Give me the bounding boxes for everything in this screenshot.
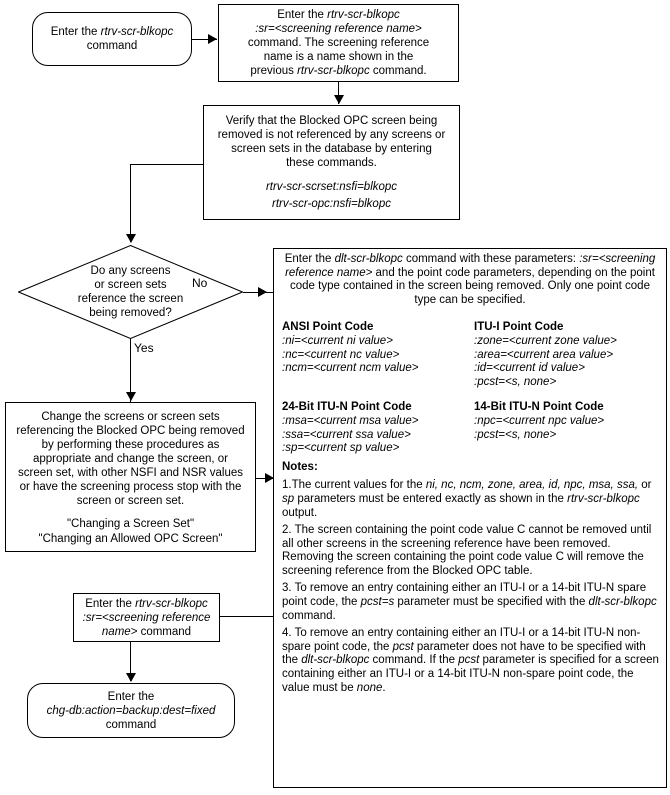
pc-line-itui-3: :id=<current id value> bbox=[474, 362, 585, 375]
arrowhead-decision-no bbox=[258, 287, 267, 297]
change-line-1: Change the screens or screen sets bbox=[41, 411, 220, 423]
connector-rtrvafter-to-chgdb bbox=[130, 642, 131, 681]
note-2: 2. The screen containing the point code … bbox=[282, 524, 652, 577]
change-line-3: by performing these procedures as bbox=[41, 439, 220, 451]
start-line-2: command bbox=[86, 40, 138, 52]
connector-dlt-to-rtrvafter bbox=[211, 616, 273, 617]
rtrvafter-line-3: name> command bbox=[101, 625, 192, 638]
change-line-5: screen set, with other NSFI and NSR valu… bbox=[18, 467, 243, 479]
arrowhead-verify-to-decision bbox=[126, 234, 136, 243]
pc-line-itui-1: :zone=<current zone value> bbox=[474, 334, 617, 347]
pc-line-itui-2: :area=<current area value> bbox=[474, 348, 614, 361]
verify-line-3: screen sets in the database by entering bbox=[231, 143, 432, 155]
node-enter-rtrv-scr-blkopc-start[interactable]: Enter the rtrv-scr-blkopc command bbox=[32, 12, 192, 66]
change-ref-1: "Changing a Screen Set" bbox=[66, 518, 195, 530]
dlt-head-line-1: Enter the dlt-scr-blkopc command with th… bbox=[284, 253, 512, 265]
point-code-group-itun24: 24-Bit ITU-N Point Code :msa=<current ms… bbox=[282, 401, 474, 455]
entersr-line-5: previous rtrv-scr-blkopc command. bbox=[250, 65, 427, 77]
point-code-group-itun14: 14-Bit ITU-N Point Code :npc=<current np… bbox=[474, 401, 666, 455]
decision-line-3: reference the screen bbox=[77, 293, 184, 305]
pc-line-ansi-3: :ncm=<current ncm value> bbox=[282, 362, 419, 375]
chgdb-line-2: chg-db:action=backup:dest=fixed bbox=[46, 704, 216, 717]
entersr-line-4: name is a name shown in the bbox=[263, 51, 414, 63]
verify-line-4: these commands. bbox=[286, 157, 377, 169]
pc-line-itun24-1: :msa=<current msa value> bbox=[282, 414, 419, 427]
arrowhead-rtrvafter-to-chgdb bbox=[126, 673, 136, 682]
node-enter-chg-db-backup[interactable]: Enter the chg-db:action=backup:dest=fixe… bbox=[27, 683, 235, 738]
pc-line-ansi-1: :ni=<current ni value> bbox=[282, 334, 393, 347]
edge-label-no: No bbox=[192, 276, 208, 290]
edge-label-yes: Yes bbox=[134, 341, 154, 355]
pc-line-itun24-3: :sp=<current sp value> bbox=[282, 442, 400, 455]
dlt-head-line-5: code type contained in the screen being … bbox=[290, 280, 622, 293]
verify-line-1: Verify that the Blocked OPC screen being bbox=[225, 115, 438, 127]
arrowhead-entersr-to-verify bbox=[334, 95, 344, 104]
connector-verify-down bbox=[130, 164, 131, 242]
rtrvafter-line-1: Enter the rtrv-scr-blkopc bbox=[85, 597, 208, 610]
verify-line-2: removed is not referenced by any screens… bbox=[217, 129, 446, 141]
pc-title-ansi: ANSI Point Code bbox=[282, 321, 374, 334]
node-verify-not-referenced[interactable]: Verify that the Blocked OPC screen being… bbox=[203, 105, 460, 220]
change-line-6: or have the screening process stop with … bbox=[19, 481, 242, 493]
node-enter-rtrv-scr-blkopc-after[interactable]: Enter the rtrv-scr-blkopc :sr=<screening… bbox=[73, 593, 220, 642]
node-enter-rtrv-scr-blkopc-sr[interactable]: Enter the rtrv-scr-blkopc :sr=<screening… bbox=[218, 4, 459, 82]
pc-title-itun24: 24-Bit ITU-N Point Code bbox=[282, 401, 412, 414]
connector-start-to-entersr bbox=[192, 39, 217, 40]
decision-line-4: being removed? bbox=[89, 307, 172, 319]
node-change-screens[interactable]: Change the screens or screen sets refere… bbox=[5, 402, 256, 552]
verify-command-1: rtrv-scr-scrset:nsfi=blkopc bbox=[265, 181, 398, 193]
verify-command-2: rtrv-scr-opc:nsfi=blkopc bbox=[272, 198, 391, 210]
dlt-head-line-2: parameters: bbox=[514, 253, 576, 265]
pc-line-itui-4: :pcst=<s, none> bbox=[474, 375, 557, 388]
decision-text: Do any screens or screen sets reference … bbox=[18, 245, 243, 339]
connector-entersr-to-verify bbox=[338, 82, 339, 104]
pc-line-itun14-1: :npc=<current npc value> bbox=[474, 414, 605, 427]
decision-line-2: or screen sets bbox=[94, 279, 167, 291]
entersr-line-1: Enter the rtrv-scr-blkopc bbox=[277, 9, 400, 21]
pc-line-itun14-2: :pcst=<s, none> bbox=[474, 428, 557, 441]
change-line-2: referencing the Blocked OPC being remove… bbox=[16, 425, 245, 437]
entersr-line-3: command. The screening reference bbox=[247, 37, 430, 49]
change-ref-2: "Changing an Allowed OPC Screen" bbox=[38, 533, 223, 545]
pc-title-itun14: 14-Bit ITU-N Point Code bbox=[474, 401, 604, 414]
pc-line-itun24-2: :ssa=<current ssa value> bbox=[282, 428, 411, 441]
connector-decision-yes bbox=[130, 339, 131, 402]
rtrvafter-line-2: :sr=<screening reference bbox=[82, 611, 211, 624]
point-code-group-ansi: ANSI Point Code :ni=<current ni value> :… bbox=[282, 321, 474, 389]
arrowhead-decision-yes bbox=[126, 392, 136, 401]
arrowhead-start-to-entersr bbox=[208, 34, 217, 44]
point-code-group-itui: ITU-I Point Code :zone=<current zone val… bbox=[474, 321, 666, 389]
node-decision-any-screens-reference[interactable]: Do any screens or screen sets reference … bbox=[18, 245, 243, 339]
point-code-row-1: ANSI Point Code :ni=<current ni value> :… bbox=[274, 315, 666, 389]
notes-title: Notes: bbox=[282, 460, 318, 473]
dlt-head-line-6: code type can be specified. bbox=[414, 280, 650, 306]
node-enter-dlt-scr-blkopc[interactable]: Enter the dlt-scr-blkopc command with th… bbox=[273, 248, 667, 788]
start-line-1: Enter the rtrv-scr-blkopc bbox=[50, 26, 174, 38]
arrowhead-change-to-dlt bbox=[265, 473, 274, 483]
dlt-head-line-4: and the point code parameters, depending… bbox=[375, 266, 655, 279]
dlt-header: Enter the dlt-scr-blkopc command with th… bbox=[274, 249, 666, 307]
connector-verify-left bbox=[130, 164, 203, 165]
note-1: 1.The current values for the ni, nc, ncm… bbox=[282, 479, 652, 519]
point-code-row-2: 24-Bit ITU-N Point Code :msa=<current ms… bbox=[274, 401, 666, 455]
chgdb-line-3: command bbox=[105, 718, 157, 731]
pc-title-itui: ITU-I Point Code bbox=[474, 321, 564, 334]
note-4: 4. To remove an entry containing either … bbox=[282, 627, 659, 694]
change-line-4: appropriate and change the screen, or bbox=[33, 453, 228, 465]
chgdb-line-1: Enter the bbox=[107, 690, 155, 703]
diamond-shape bbox=[18, 245, 243, 339]
decision-line-1: Do any screens bbox=[90, 265, 171, 277]
note-3: 3. To remove an entry containing either … bbox=[282, 582, 657, 622]
dlt-head-line-3: :sr=<screening reference name> bbox=[285, 253, 656, 279]
change-line-7: screen or screen set. bbox=[76, 495, 185, 507]
entersr-line-2: :sr=<screening reference name> bbox=[255, 23, 422, 35]
pc-line-ansi-2: :nc=<current nc value> bbox=[282, 348, 400, 361]
